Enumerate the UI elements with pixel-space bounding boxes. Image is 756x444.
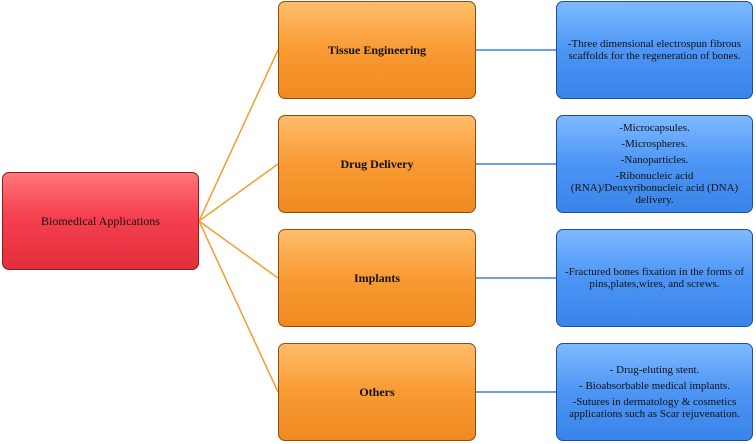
root-node-biomedical-applications: Biomedical Applications bbox=[2, 172, 199, 270]
detail-item: -Sutures in dermatology & cosmetics appl… bbox=[569, 396, 740, 420]
connector-root-drug-delivery bbox=[198, 163, 279, 222]
detail-node-implants: -Fractured bones fixation in the forms o… bbox=[556, 229, 753, 327]
branch-node-drug-delivery: Drug Delivery bbox=[278, 115, 476, 213]
detail-item: -Microspheres. bbox=[621, 138, 688, 150]
detail-item: -Nanoparticles. bbox=[620, 154, 689, 166]
connector-root-implants bbox=[198, 220, 279, 279]
detail-item: -Ribonucleic acid (RNA)/Deoxyribonucleic… bbox=[570, 170, 739, 206]
detail-item: - Drug-eluting stent. bbox=[609, 364, 700, 376]
detail-item: -Fractured bones fixation in the forms o… bbox=[564, 266, 744, 290]
detail-item: -Three dimensional electrospun fibrous s… bbox=[567, 38, 742, 62]
detail-item: - Bioabsorbable medical implants. bbox=[579, 380, 730, 392]
branch-node-others: Others bbox=[278, 343, 476, 441]
detail-node-tissue-engineering: -Three dimensional electrospun fibrous s… bbox=[556, 1, 753, 99]
branch-node-implants: Implants bbox=[278, 229, 476, 327]
branch-label: Drug Delivery bbox=[340, 156, 414, 171]
connector-root-others bbox=[198, 220, 279, 393]
connector-root-tissue-engineering bbox=[198, 49, 279, 222]
root-node-label: Biomedical Applications bbox=[41, 213, 160, 228]
detail-item: -Microcapsules. bbox=[619, 122, 690, 134]
detail-node-others: - Drug-eluting stent. - Bioabsorbable me… bbox=[556, 343, 753, 441]
branch-label: Tissue Engineering bbox=[327, 42, 427, 57]
branch-node-tissue-engineering: Tissue Engineering bbox=[278, 1, 476, 99]
branch-label: Implants bbox=[353, 270, 400, 285]
branch-label: Others bbox=[359, 384, 395, 399]
detail-node-drug-delivery: -Microcapsules. -Microspheres. -Nanopart… bbox=[556, 115, 753, 213]
